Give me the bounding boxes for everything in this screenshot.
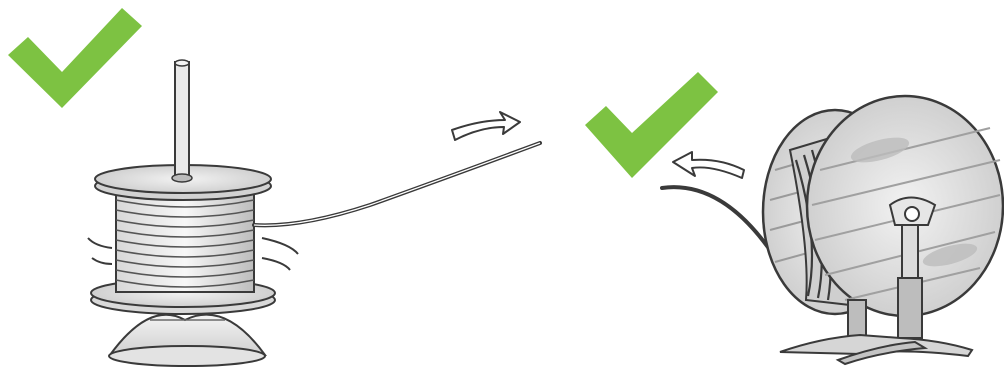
checkmark-icon — [8, 8, 142, 108]
arrow-left-icon — [673, 152, 744, 178]
right-reel-scene — [585, 72, 1003, 364]
left-spool-scene — [8, 8, 540, 366]
arrow-right-icon — [452, 112, 520, 140]
spool-coil — [116, 192, 254, 292]
rope-left — [254, 143, 540, 225]
spool-spindle — [172, 60, 192, 182]
spool-base — [109, 315, 265, 366]
